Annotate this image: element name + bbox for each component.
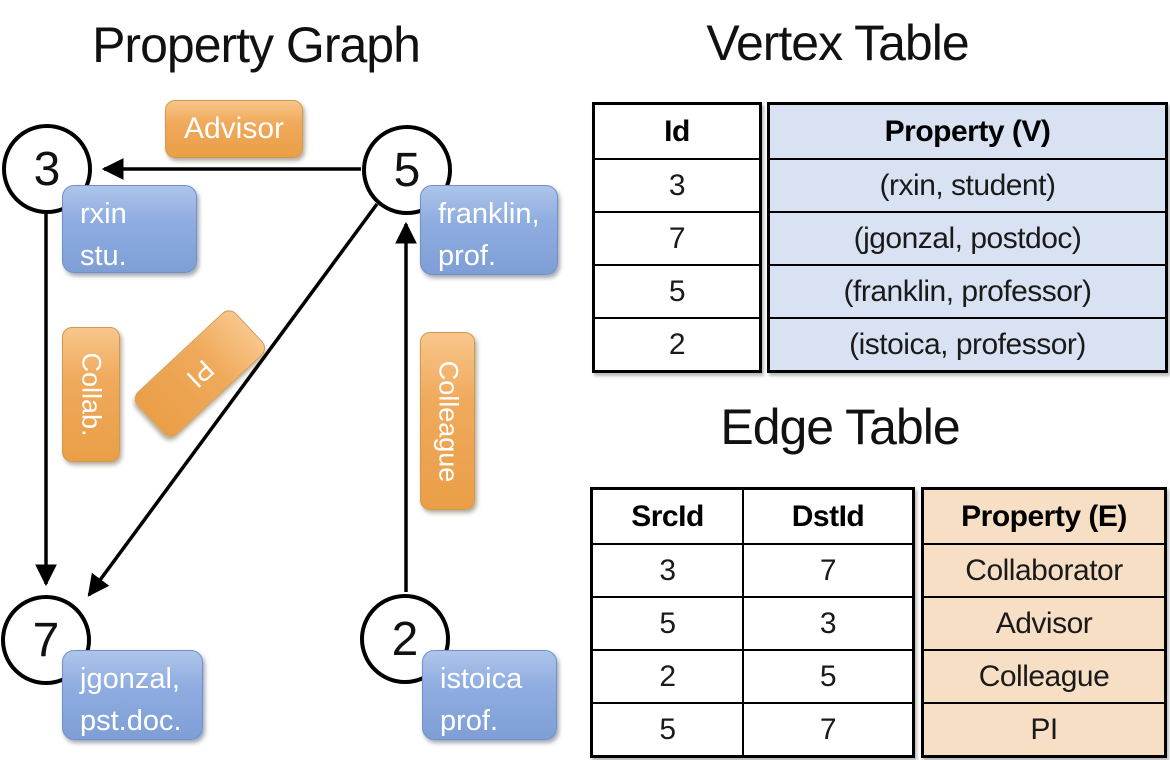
- node-7-id: 7: [32, 613, 60, 667]
- vertex-label-franklin-line2: prof.: [438, 240, 497, 273]
- node-5-id: 5: [393, 143, 421, 197]
- edge-table-header-srcid: SrcId: [593, 490, 744, 543]
- table-cell: 2: [593, 649, 744, 702]
- vertex-label-jgonzal-line1: jgonzal,: [80, 663, 180, 695]
- vertex-label-istoica: istoica prof.: [422, 650, 557, 740]
- edge-table-id-columns: SrcId DstId 3 7 5 3 2 5 5 7: [590, 487, 915, 758]
- table-cell: (franklin, professor): [770, 264, 1165, 317]
- property-graph-title: Property Graph: [92, 17, 421, 73]
- vertex-label-istoica-line1: istoica: [440, 663, 523, 695]
- table-cell: 5: [593, 702, 744, 755]
- graph-edges: [35, 158, 417, 597]
- vertex-label-istoica-line2: prof.: [440, 705, 499, 738]
- edge-lines: [35, 158, 417, 597]
- vertex-table-title: Vertex Table: [706, 15, 969, 71]
- table-cell: 7: [595, 211, 759, 264]
- table-cell: 3: [744, 596, 912, 649]
- vertex-table-header-id: Id: [664, 114, 690, 148]
- table-cell: 5: [744, 649, 912, 702]
- table-cell: (jgonzal, postdoc): [770, 211, 1165, 264]
- table-cell: (istoica, professor): [770, 317, 1165, 370]
- table-cell: (rxin, student): [770, 158, 1165, 211]
- edge-table-property-column: Property (E) Collaborator Advisor Collea…: [921, 487, 1167, 758]
- vertex-label-jgonzal: jgonzal, pst.doc.: [62, 650, 203, 740]
- edge-table-header-property: Property (E): [924, 490, 1164, 543]
- table-cell: Collaborator: [924, 543, 1164, 596]
- node-3-id: 3: [33, 142, 61, 196]
- edge-table-title: Edge Table: [720, 399, 960, 455]
- edge-pi-5-to-7: [87, 202, 379, 597]
- table-cell: 5: [595, 264, 759, 317]
- vertex-label-franklin: franklin, prof.: [420, 185, 558, 275]
- edge-table-header-dstid: DstId: [791, 499, 865, 533]
- table-cell: Colleague: [924, 649, 1164, 702]
- table-cell: PI: [924, 702, 1164, 755]
- edge-label-collab-text: Collab.: [76, 352, 107, 437]
- table-cell: 5: [593, 596, 744, 649]
- table-cell: 2: [595, 317, 759, 370]
- vertex-label-rxin-line1: rxin: [80, 198, 127, 230]
- table-cell: 3: [593, 543, 744, 596]
- edge-label-colleague-text: Colleague: [433, 360, 463, 482]
- edge-label-collab: Collab.: [62, 327, 120, 462]
- vertex-table-header-property: Property (V): [770, 105, 1165, 158]
- vertex-table-property-column: Property (V) (rxin, student) (jgonzal, p…: [767, 102, 1168, 373]
- edge-label-advisor: Advisor: [165, 100, 303, 158]
- table-cell: 3: [595, 158, 759, 211]
- edge-label-advisor-text: Advisor: [183, 112, 285, 145]
- graph-node-2: 2: [360, 594, 450, 684]
- edge-label-colleague: Colleague: [420, 332, 475, 510]
- vertex-label-rxin: rxin stu.: [62, 185, 197, 273]
- table-cell: 7: [744, 702, 912, 755]
- edge-label-pi-text: PI: [180, 354, 220, 394]
- graph-node-5: 5: [362, 125, 452, 215]
- vertex-label-franklin-line1: franklin,: [438, 198, 540, 230]
- node-2-id: 2: [391, 612, 419, 666]
- vertex-table-id-column: Id 3 7 5 2: [592, 102, 762, 373]
- vertex-label-jgonzal-line2: pst.doc.: [80, 705, 182, 738]
- table-cell: 7: [744, 543, 912, 596]
- vertex-label-rxin-line2: stu.: [80, 240, 127, 273]
- table-cell: Advisor: [924, 596, 1164, 649]
